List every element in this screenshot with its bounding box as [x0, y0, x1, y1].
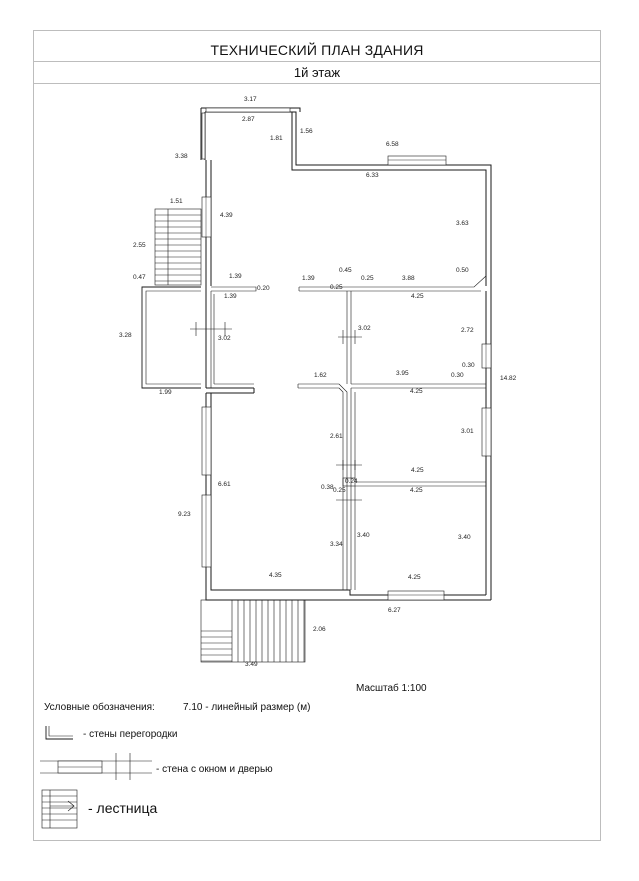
dim-label: 1.39: [302, 275, 315, 282]
dim-label: 0.20: [257, 285, 270, 292]
dim-label: 4.35: [269, 572, 282, 579]
dim-label: 1.99: [159, 389, 172, 396]
left-porch: [141, 286, 201, 389]
dim-label: 3.02: [218, 335, 231, 342]
dim-label: 0.45: [339, 267, 352, 274]
legend-stairs-symbol: [41, 789, 78, 829]
dim-label: 1.39: [229, 273, 242, 280]
dim-label: 3.40: [357, 532, 370, 539]
dim-label: 6.33: [366, 172, 379, 179]
dim-label: 4.25: [410, 487, 423, 494]
dim-label: 6.27: [388, 607, 401, 614]
dim-label: 2.61: [330, 433, 343, 440]
dim-label: 4.25: [408, 574, 421, 581]
dim-label: 3.01: [461, 428, 474, 435]
dim-label: 1.51: [170, 198, 183, 205]
drawing-sheet: ТЕХНИЧЕСКИЙ ПЛАН ЗДАНИЯ 1й этаж: [33, 30, 601, 841]
dim-label: 2.06: [313, 626, 326, 633]
dim-label: 1.62: [314, 372, 327, 379]
dim-label: 2.55: [133, 242, 146, 249]
dim-label: 0.47: [133, 274, 146, 281]
dim-label: 4.39: [220, 212, 233, 219]
dim-label: 0.30: [462, 362, 475, 369]
left-stairs: [154, 208, 202, 286]
floor-subtitle: 1й этаж: [34, 62, 600, 84]
dim-label: 3.63: [456, 220, 469, 227]
dim-label: 3.02: [358, 325, 371, 332]
legend-stairs: - лестница: [88, 800, 157, 816]
dim-label: 9.23: [178, 511, 191, 518]
scale-label: Масштаб 1:100: [356, 682, 427, 694]
dim-label: 1.81: [270, 135, 283, 142]
legend: Условные обозначения: 7.10 - линейный ра…: [40, 701, 310, 829]
bottom-stairs: [200, 599, 306, 663]
windows-and-doors: [190, 107, 492, 601]
dim-label: 0.24: [345, 478, 358, 485]
dim-label: 4.25: [410, 388, 423, 395]
dim-label: 14.82: [500, 375, 517, 382]
dim-label: 3.28: [119, 332, 132, 339]
legend-wall-window-door: - стена с окном и дверью: [156, 764, 273, 775]
dim-label: 3.17: [244, 96, 257, 103]
dimension-labels: 3.17 2.87 1.81 1.56 6.58 6.33 3.38 1.51 …: [119, 96, 517, 668]
dim-label: 0.50: [456, 267, 469, 274]
dim-label: 3.49: [245, 661, 258, 668]
legend-window-door-symbol: [40, 753, 152, 780]
dim-label: 4.25: [411, 467, 424, 474]
dim-label: 3.95: [396, 370, 409, 377]
legend-wall-symbol: [45, 726, 73, 740]
dim-label: 0.25: [333, 487, 346, 494]
dim-label: 0.30: [451, 372, 464, 379]
dim-label: 0.38: [321, 484, 334, 491]
dim-label: 3.40: [458, 534, 471, 541]
legend-linear-size: 7.10 - линейный размер (м): [183, 702, 310, 713]
interior-partitions: [210, 275, 487, 590]
dim-label: 3.34: [330, 541, 343, 548]
dim-label: 0.25: [330, 284, 343, 291]
dim-label: 2.87: [242, 116, 255, 123]
legend-walls: - стены перегородки: [83, 729, 177, 740]
dim-label: 0.25: [361, 275, 374, 282]
dim-label: 1.39: [224, 293, 237, 300]
dim-label: 6.58: [386, 141, 399, 148]
plan-title: ТЕХНИЧЕСКИЙ ПЛАН ЗДАНИЯ: [34, 31, 600, 62]
exterior-walls: [200, 107, 492, 601]
legend-heading: Условные обозначения:: [44, 701, 155, 713]
dim-label: 4.25: [411, 293, 424, 300]
dim-label: 1.56: [300, 128, 313, 135]
dim-label: 6.61: [218, 481, 231, 488]
dim-label: 3.88: [402, 275, 415, 282]
dim-label: 3.38: [175, 153, 188, 160]
dim-label: 2.72: [461, 327, 474, 334]
